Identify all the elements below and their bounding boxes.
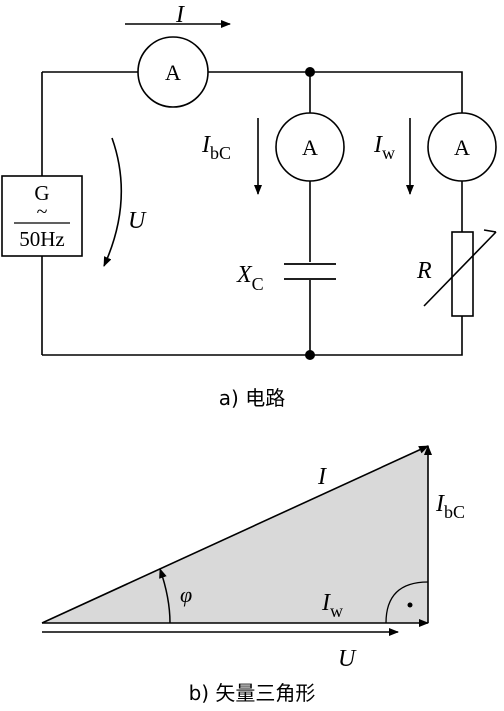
caption-vector-triangle: b) 矢量三角形 xyxy=(189,681,316,705)
ammeter-main-label: A xyxy=(165,60,181,85)
caption-circuit: a) 电路 xyxy=(219,386,285,410)
label-angle: φ xyxy=(180,582,192,607)
ammeter-main: A xyxy=(137,36,209,108)
vector-triangle-diagram: I IbC Iw U φ b) 矢量三角形 xyxy=(41,445,465,705)
right-angle-marker xyxy=(385,581,429,624)
label-capacitor: XC xyxy=(236,262,264,294)
ammeter-capacitor-label: A xyxy=(302,135,318,160)
capacitor xyxy=(284,263,336,280)
vector-hypotenuse xyxy=(41,445,429,624)
arrow-voltage xyxy=(103,137,123,267)
label-resistor: R xyxy=(416,258,432,284)
label-vector-horizontal: Iw xyxy=(321,590,343,621)
label-vector-voltage: U xyxy=(338,646,357,672)
label-current-total: I xyxy=(175,2,185,28)
wire-top-right xyxy=(208,71,463,113)
ammeter-resistor-label: A xyxy=(454,135,470,160)
angle-arc xyxy=(159,568,171,624)
label-vector-hypotenuse: I xyxy=(317,464,327,490)
generator-label: G xyxy=(34,181,49,205)
label-current-capacitive: IbC xyxy=(201,132,231,163)
junction-bottom xyxy=(305,350,315,360)
ammeter-resistor: A xyxy=(427,112,497,182)
generator-frequency: 50Hz xyxy=(19,227,65,251)
label-current-resistive: Iw xyxy=(373,132,395,163)
junction-top xyxy=(305,67,315,77)
wire-bottom xyxy=(42,316,463,356)
generator-ac-symbol: ~ xyxy=(37,201,48,223)
right-angle-dot xyxy=(407,602,413,608)
label-voltage: U xyxy=(128,208,147,234)
variable-resistor xyxy=(423,229,497,317)
circuit-diagram: A A A G ~ 50Hz xyxy=(1,2,497,410)
generator-source: G ~ 50Hz xyxy=(1,175,83,257)
ammeter-capacitor: A xyxy=(275,112,345,182)
label-vector-vertical: IbC xyxy=(435,491,465,522)
